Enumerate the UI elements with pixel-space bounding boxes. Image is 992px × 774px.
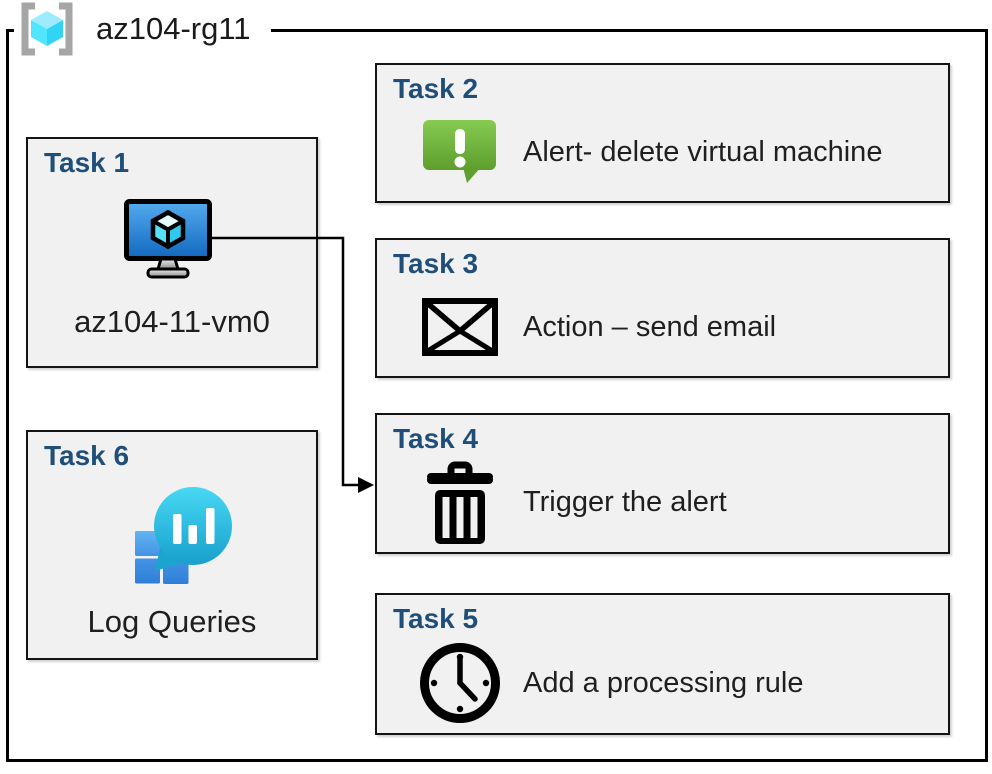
task4-box: Task 4 Trigger the alert	[375, 413, 950, 554]
task6-caption: Log Queries	[87, 604, 257, 639]
task1-caption: az104-11-vm0	[74, 304, 270, 339]
virtual-machine-icon	[124, 199, 212, 279]
task2-box: Task 2 Alert- delete virtual machine	[375, 63, 950, 203]
clock-icon	[420, 643, 500, 723]
task1-box: Task 1 az104-11-vm0	[26, 137, 318, 368]
task6-box: Task 6 Log Queries	[26, 430, 318, 660]
task3-text: Action – send email	[523, 310, 777, 343]
task2-title: Task 2	[393, 73, 479, 104]
task6-title: Task 6	[44, 440, 130, 471]
task1-title: Task 1	[44, 147, 130, 178]
alert-icon	[423, 120, 496, 183]
resource-group-header: az104-rg11	[14, 0, 271, 58]
task4-text: Trigger the alert	[523, 486, 727, 518]
task3-title: Task 3	[393, 248, 479, 279]
trash-icon	[427, 461, 493, 544]
email-icon	[422, 298, 498, 356]
task5-title: Task 5	[393, 603, 479, 634]
resource-group-icon	[21, 2, 73, 56]
task4-title: Task 4	[393, 423, 479, 454]
resource-group-title: az104-rg11	[96, 11, 251, 46]
task3-box: Task 3 Action – send email	[375, 238, 950, 378]
task5-text: Add a processing rule	[523, 666, 804, 699]
log-analytics-icon	[135, 487, 232, 584]
task2-text: Alert- delete virtual machine	[523, 135, 883, 168]
task5-box: Task 5 Add a processing rule	[375, 593, 950, 735]
